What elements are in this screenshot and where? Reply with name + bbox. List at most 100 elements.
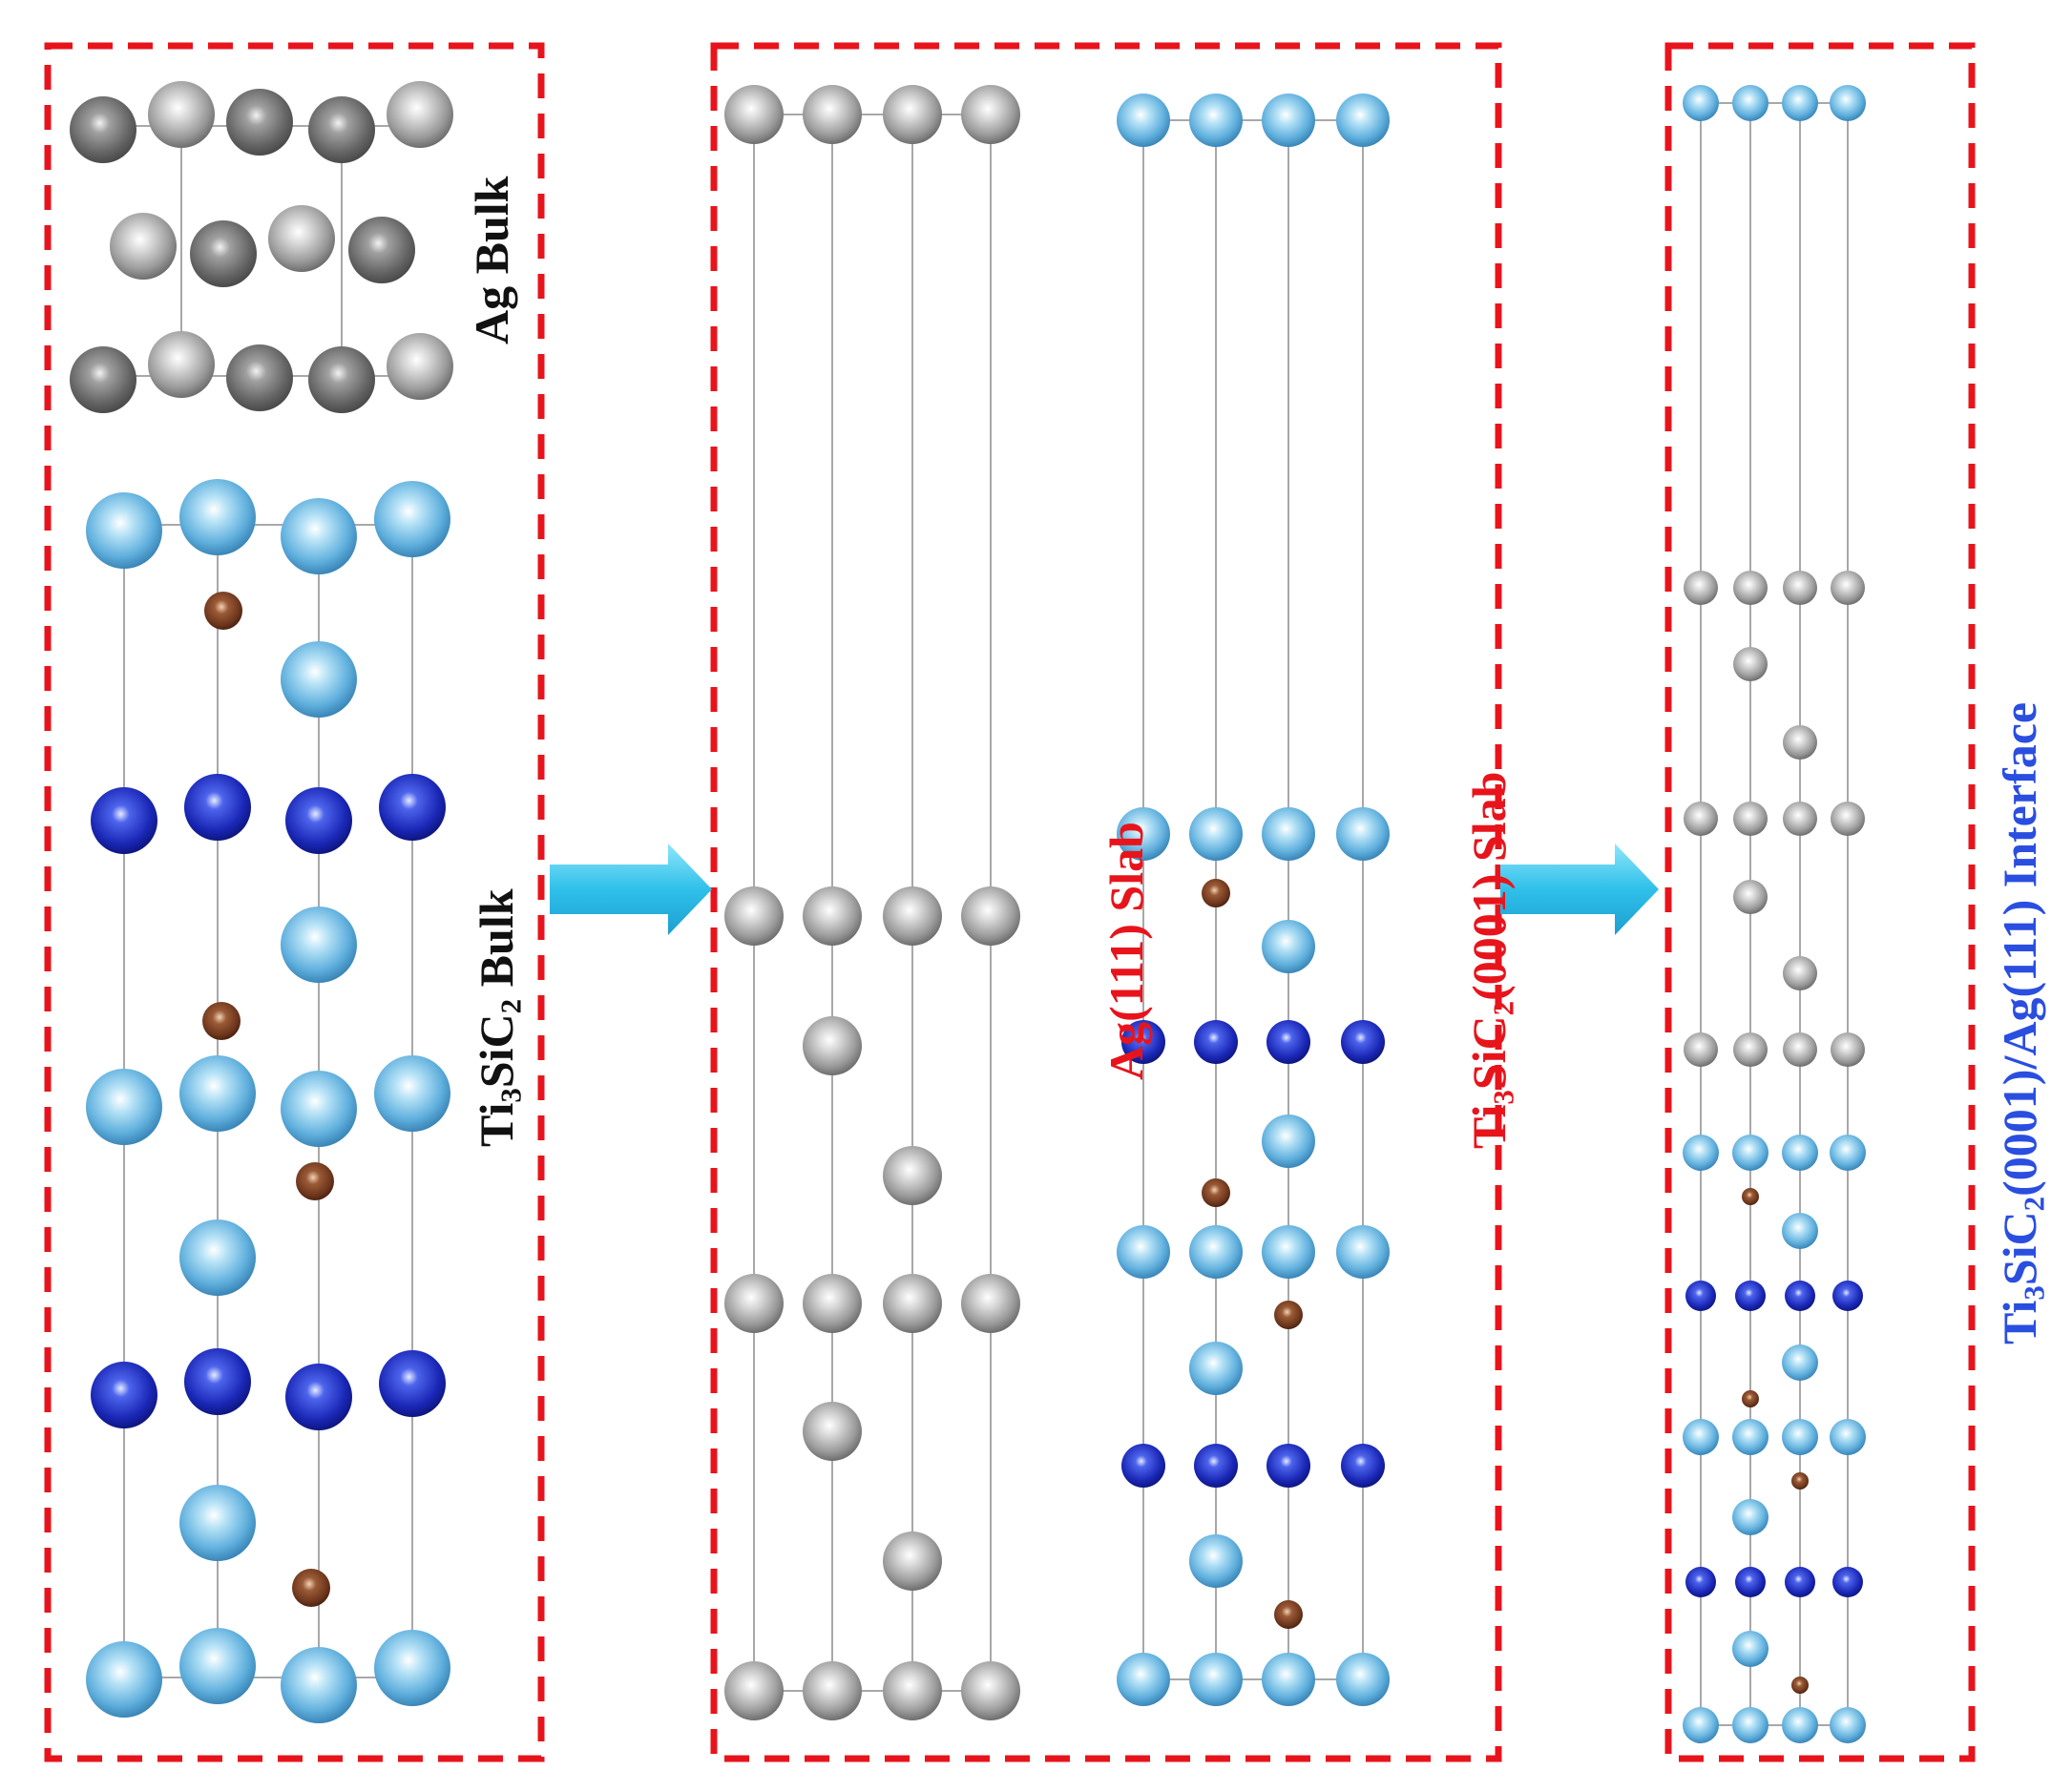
ag-atom — [724, 886, 784, 946]
ti-atom — [86, 492, 162, 569]
ti-atom — [1830, 85, 1866, 121]
ag-atom — [883, 1146, 942, 1205]
ti-atom — [86, 1069, 162, 1145]
si-atom — [184, 774, 251, 841]
ag-atom — [724, 1661, 784, 1720]
ti-atom — [1336, 807, 1390, 861]
ag-atom — [110, 213, 177, 280]
ag-atom — [1733, 647, 1768, 681]
si-atom — [1735, 1567, 1766, 1597]
ti3sic2-bulk-label: Ti3SiC2 Bulk — [470, 888, 528, 1147]
si-atom — [1121, 1444, 1165, 1488]
c-atom — [204, 592, 242, 630]
si-atom — [91, 1362, 157, 1428]
ag-atom — [1831, 1032, 1865, 1067]
ti-atom — [1782, 1344, 1818, 1381]
ag-atom — [1684, 1032, 1718, 1067]
ti-atom — [1830, 1135, 1866, 1171]
c-atom — [1202, 1178, 1230, 1207]
si-atom — [1121, 1020, 1165, 1064]
ti-atom — [281, 1071, 357, 1147]
ti-atom — [1732, 1707, 1768, 1743]
ti-atom — [1830, 1419, 1866, 1455]
ti-atom — [1336, 94, 1390, 147]
ti-atom — [1782, 1135, 1818, 1171]
ti-atom — [1189, 1342, 1243, 1395]
ag-atom — [190, 220, 257, 287]
ti-atom — [1262, 1115, 1315, 1168]
ag-atom — [883, 886, 942, 946]
ti-atom — [1262, 1653, 1315, 1706]
ag-atom — [387, 81, 453, 148]
ag111-slab-label: Ag(111) Slab — [1099, 718, 1153, 1080]
ti-atom — [374, 481, 450, 557]
ag-atom — [883, 85, 942, 144]
ag-atom — [70, 346, 136, 413]
si-atom — [285, 787, 352, 854]
interface-panel-frame — [1664, 42, 1976, 1762]
ti-atom — [1732, 1135, 1768, 1171]
ti-atom — [86, 1641, 162, 1718]
slab-panel-frame — [710, 42, 1502, 1762]
ag-atom — [1684, 571, 1718, 605]
ti-atom — [1262, 1225, 1315, 1279]
ti-atom — [1262, 94, 1315, 147]
ag-atom — [724, 1274, 784, 1333]
ag-atom — [1684, 802, 1718, 836]
ti-atom — [1189, 1534, 1243, 1588]
ag-atom — [1783, 802, 1817, 836]
ti-atom — [1732, 85, 1768, 121]
ag-atom — [226, 89, 293, 156]
ti-atom — [1683, 1135, 1719, 1171]
ti-atom — [1732, 1419, 1768, 1455]
ti-atom — [179, 1055, 256, 1132]
si-atom — [379, 1350, 446, 1417]
ti-atom — [1262, 920, 1315, 973]
ag-atom — [803, 1274, 862, 1333]
c-atom — [1742, 1390, 1759, 1407]
ti-atom — [374, 1055, 450, 1132]
si-atom — [1785, 1281, 1815, 1311]
ti-atom — [1189, 1653, 1243, 1706]
ti-atom — [1336, 1225, 1390, 1279]
ag-atom — [724, 85, 784, 144]
ti-atom — [1189, 94, 1243, 147]
si-atom — [1685, 1567, 1716, 1597]
ag-atom — [803, 1402, 862, 1461]
si-atom — [184, 1348, 251, 1415]
ti-atom — [281, 1647, 357, 1723]
ag-atom — [961, 85, 1020, 144]
ag111-slab-label-text: Ag(111) Slab — [1099, 822, 1153, 1080]
ag-atom — [1733, 571, 1768, 605]
c-atom — [1274, 1600, 1303, 1629]
si-atom — [1194, 1020, 1238, 1064]
ag-atom — [148, 81, 215, 148]
si-atom — [379, 774, 446, 841]
ti-atom — [1732, 1499, 1768, 1535]
ag-atom — [803, 1016, 862, 1075]
c-atom — [292, 1569, 330, 1607]
si-atom — [1194, 1444, 1238, 1488]
ti-atom — [281, 498, 357, 574]
ti-atom — [1336, 1653, 1390, 1706]
ti3sic2-0001-slab-label: Ti3SiC2(0001) Slab — [1462, 771, 1520, 1149]
ag-atom — [883, 1661, 942, 1720]
si-atom — [91, 787, 157, 854]
si-atom — [1266, 1444, 1310, 1488]
ti-atom — [179, 1628, 256, 1704]
ag-atom — [883, 1274, 942, 1333]
ag-atom — [226, 344, 293, 411]
ag-atom — [308, 96, 375, 163]
si-atom — [1341, 1444, 1385, 1488]
c-atom — [1742, 1188, 1759, 1205]
c-atom — [202, 1002, 241, 1040]
ti-atom — [1262, 807, 1315, 861]
si-atom — [1832, 1281, 1863, 1311]
ti-atom — [1732, 1631, 1768, 1667]
ti-atom — [179, 479, 256, 555]
atom-layers — [70, 81, 1866, 1743]
ag-bulk-label: Ag Bulk — [465, 177, 518, 344]
ag-atom — [387, 333, 453, 400]
ag-atom — [1783, 725, 1817, 760]
ti-atom — [1782, 1419, 1818, 1455]
